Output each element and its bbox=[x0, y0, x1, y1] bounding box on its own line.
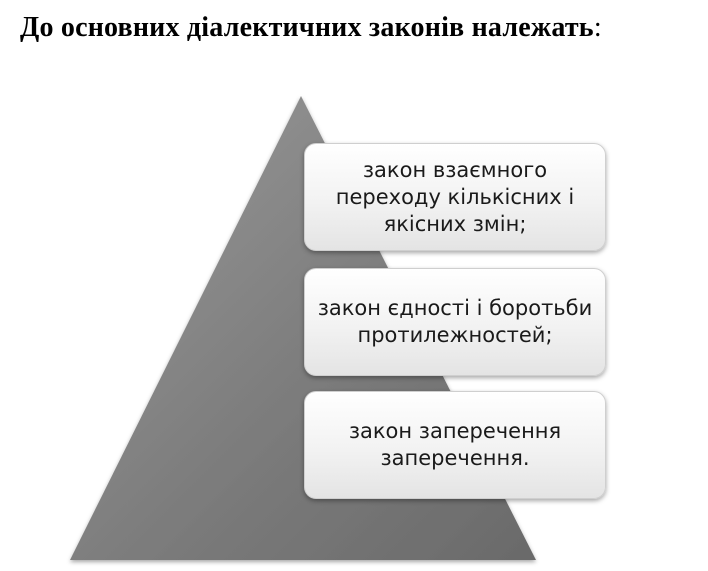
slide-title-text: До основних діалектичних законів належат… bbox=[20, 12, 594, 43]
law-text-unity-of-opposites: закон єдності і боротьби протилежностей; bbox=[317, 296, 593, 347]
slide-title: До основних діалектичних законів належат… bbox=[20, 12, 602, 44]
law-text-quantity-quality: закон взаємного переходу кількісних і як… bbox=[335, 157, 575, 236]
slide-title-colon: : bbox=[593, 12, 602, 43]
law-box-negation-of-negation: закон заперечення заперечення. bbox=[304, 391, 606, 499]
law-box-unity-of-opposites: закон єдності і боротьби протилежностей; bbox=[304, 268, 606, 376]
law-box-quantity-quality: закон взаємного переходу кількісних і як… bbox=[304, 143, 606, 251]
law-text-negation-of-negation: закон заперечення заперечення. bbox=[348, 419, 562, 470]
